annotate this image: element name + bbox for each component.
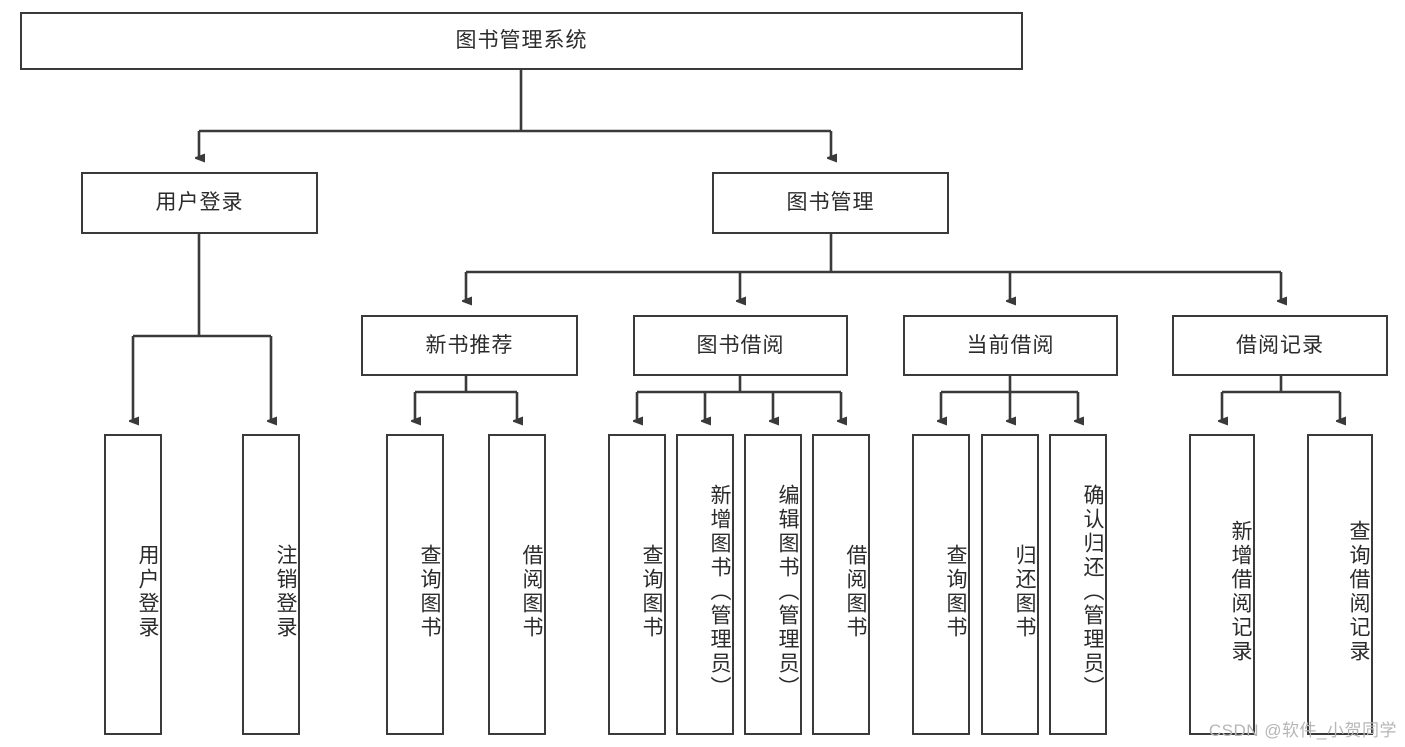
node-user-login[interactable]: 用户登录 (81, 172, 318, 234)
leaf-logout-login-label: 注销登录 (274, 543, 297, 640)
node-new-book-recommend[interactable]: 新书推荐 (361, 315, 578, 376)
node-new-book-recommend-label: 新书推荐 (425, 333, 514, 357)
leaf-query-borrow-record-label: 查询借阅记录 (1347, 519, 1370, 664)
node-current-borrow-label: 当前借阅 (966, 333, 1055, 357)
leaf-edit-book-admin[interactable]: 编辑图书（管理员） (744, 434, 802, 735)
leaf-query-book-borrow-label: 查询图书 (640, 543, 663, 640)
leaf-query-book-recommend[interactable]: 查询图书 (386, 434, 444, 735)
leaf-confirm-return-admin[interactable]: 确认归还（管理员） (1049, 434, 1107, 735)
node-book-borrow[interactable]: 图书借阅 (633, 315, 848, 376)
leaf-query-book-recommend-label: 查询图书 (418, 543, 441, 640)
leaf-query-book-current-label: 查询图书 (944, 543, 967, 640)
node-root-label: 图书管理系统 (455, 29, 588, 53)
leaf-confirm-return-admin-label: 确认归还（管理员） (1081, 483, 1104, 700)
leaf-return-book-label: 归还图书 (1013, 543, 1036, 640)
watermark-text: CSDN @软件_小贺同学 (1208, 721, 1397, 740)
leaf-user-login[interactable]: 用户登录 (104, 434, 162, 735)
node-borrow-record[interactable]: 借阅记录 (1172, 315, 1388, 376)
node-borrow-record-label: 借阅记录 (1236, 333, 1324, 357)
node-book-borrow-label: 图书借阅 (696, 333, 785, 357)
leaf-add-book-admin-label: 新增图书（管理员） (708, 483, 731, 700)
leaf-add-book-admin[interactable]: 新增图书（管理员） (676, 434, 734, 735)
leaf-borrow-book-recommend-label: 借阅图书 (520, 543, 543, 640)
leaf-add-borrow-record-label: 新增借阅记录 (1229, 519, 1252, 664)
node-book-management-label: 图书管理 (786, 191, 875, 215)
leaf-add-borrow-record[interactable]: 新增借阅记录 (1189, 434, 1255, 735)
leaf-return-book[interactable]: 归还图书 (981, 434, 1039, 735)
leaf-query-book-current[interactable]: 查询图书 (912, 434, 970, 735)
leaf-query-book-borrow[interactable]: 查询图书 (608, 434, 666, 735)
leaf-borrow-book[interactable]: 借阅图书 (812, 434, 870, 735)
leaf-user-login-label: 用户登录 (136, 543, 159, 640)
leaf-borrow-book-recommend[interactable]: 借阅图书 (488, 434, 546, 735)
leaf-logout-login[interactable]: 注销登录 (242, 434, 300, 735)
node-current-borrow[interactable]: 当前借阅 (903, 315, 1118, 376)
node-root-book-management-system[interactable]: 图书管理系统 (20, 12, 1023, 70)
leaf-edit-book-admin-label: 编辑图书（管理员） (776, 483, 799, 700)
leaf-query-borrow-record[interactable]: 查询借阅记录 (1307, 434, 1373, 735)
node-user-login-label: 用户登录 (155, 191, 244, 215)
node-book-management[interactable]: 图书管理 (712, 172, 949, 234)
leaf-borrow-book-label: 借阅图书 (844, 543, 867, 640)
